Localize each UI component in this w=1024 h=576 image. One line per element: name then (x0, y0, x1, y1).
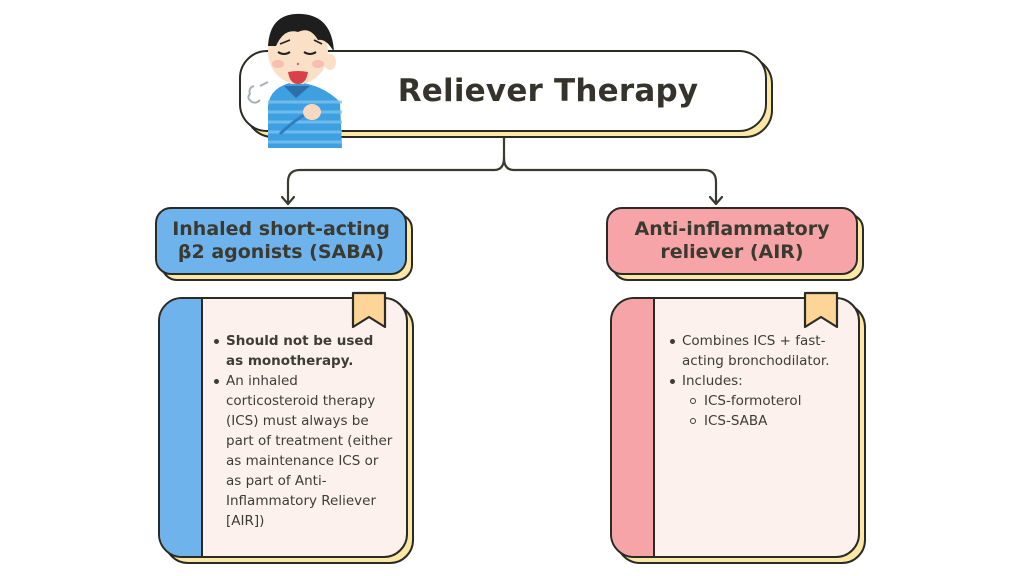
air-card-spine (612, 299, 655, 556)
saba-bullet-1: Should not be used as monotherapy. (208, 331, 394, 371)
air-header-line1: Anti-inflammatory (634, 218, 830, 240)
bookmark-icon (803, 291, 839, 329)
air-bullet-1: Combines ICS + fast-acting bronchodilato… (664, 331, 846, 371)
saba-header-line2: β2 agonists (SABA) (177, 241, 385, 263)
air-card-body: Combines ICS + fast-acting bronchodilato… (664, 331, 846, 431)
person-short-of-breath-icon (247, 13, 342, 148)
saba-card-body: Should not be used as monotherapy. An in… (208, 331, 394, 531)
saba-bullet-list: Should not be used as monotherapy. An in… (208, 331, 394, 531)
air-header-face: Anti-inflammatory reliever (AIR) (606, 207, 858, 275)
air-header-line2: reliever (AIR) (660, 241, 804, 263)
saba-card-face: Should not be used as monotherapy. An in… (158, 297, 408, 558)
air-bullet-list: Combines ICS + fast-acting bronchodilato… (664, 331, 846, 431)
air-card-face: Combines ICS + fast-acting bronchodilato… (610, 297, 860, 558)
air-header-box: Anti-inflammatory reliever (AIR) (606, 207, 864, 281)
saba-header-face: Inhaled short-acting β2 agonists (SABA) (155, 207, 407, 275)
saba-details-card: Should not be used as monotherapy. An in… (158, 291, 414, 564)
air-details-card: Combines ICS + fast-acting bronchodilato… (610, 291, 866, 564)
air-sub-bullet-2: ICS-SABA (664, 411, 846, 431)
air-sub-bullet-1: ICS-formoterol (664, 391, 846, 411)
air-bullet-2: Includes: (664, 371, 846, 391)
bookmark-icon (351, 291, 387, 329)
saba-card-spine (160, 299, 203, 556)
saba-header-label: Inhaled short-acting β2 agonists (SABA) (172, 218, 390, 264)
page-title: Reliever Therapy (397, 73, 699, 109)
arrowhead-left (280, 195, 296, 206)
saba-header-line1: Inhaled short-acting (172, 218, 390, 240)
connector-right (502, 156, 718, 205)
air-header-label: Anti-inflammatory reliever (AIR) (635, 218, 830, 264)
saba-header-box: Inhaled short-acting β2 agonists (SABA) (155, 207, 413, 281)
arrowhead-right (708, 195, 724, 206)
saba-bullet-2: An inhaled corticosteroid therapy (ICS) … (208, 371, 394, 531)
